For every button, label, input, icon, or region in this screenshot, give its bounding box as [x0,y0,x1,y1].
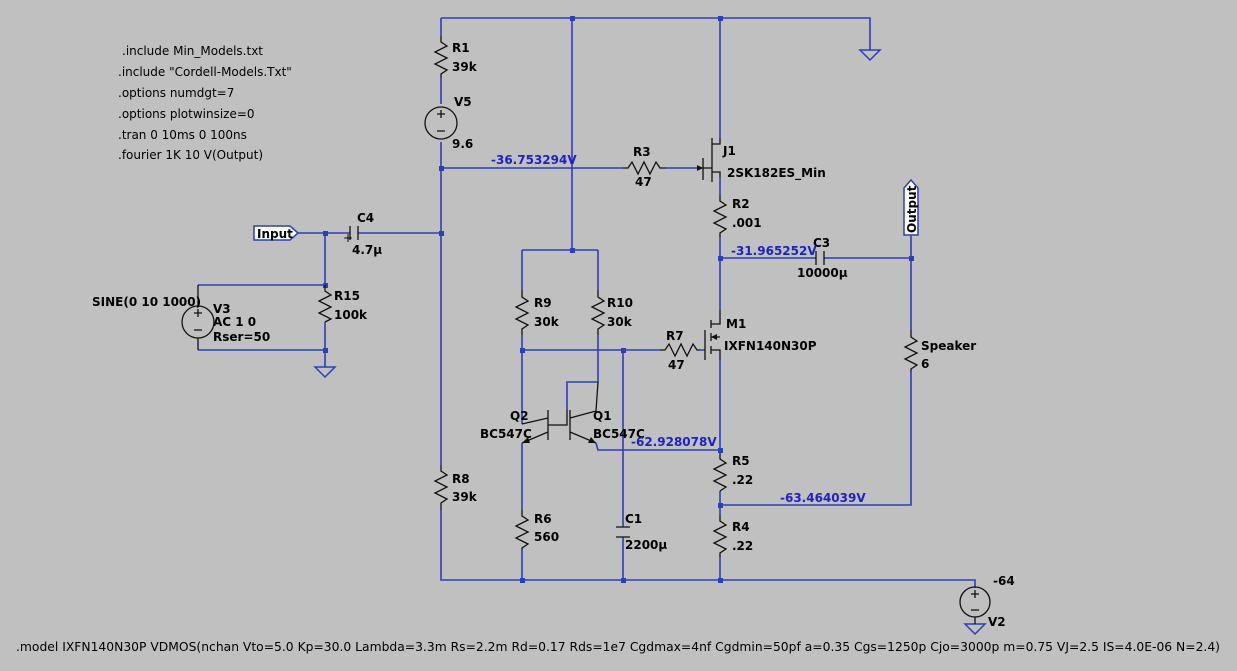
j1-value: 2SK182ES_Min [727,166,826,181]
r10-value: 30k [607,315,633,329]
r8-value: 39k [452,490,478,504]
v2-value: -64 [993,574,1015,588]
v3-name: V3 [213,302,231,316]
output-port-label: Output [905,185,919,233]
r15-value: 100k [334,308,368,322]
voltage-source-v5[interactable]: V5 9.6 [424,95,473,151]
r10-name: R10 [607,296,633,310]
v5-value: 9.6 [452,137,473,151]
r7-name: R7 [666,329,684,343]
voltage-output-node: -31.965252V [731,244,817,258]
q1-value: BC547C [593,427,645,441]
directive-line: .include "Cordell-Models.Txt" [118,65,292,79]
speaker-value: 6 [921,357,929,371]
r1-name: R1 [452,41,470,55]
v2-name: V2 [988,615,1006,629]
resistor-r10[interactable]: R10 30k [590,290,633,335]
directive-line: .include Min_Models.txt [122,44,263,58]
resistor-speaker[interactable]: Speaker 6 [903,330,976,372]
resistor-r8[interactable]: R8 39k [433,465,478,510]
r1-value: 39k [452,60,478,74]
r3-name: R3 [633,145,651,159]
input-port[interactable]: Input [253,225,300,241]
r2-name: R2 [732,197,750,211]
j1-name: J1 [722,144,736,158]
r4-name: R4 [732,520,750,534]
directive-line: .options numdgt=7 [118,86,234,100]
q1-name: Q1 [593,409,612,423]
resistor-r15[interactable]: R15 100k [317,285,368,323]
c3-name: C3 [813,236,830,250]
jfet-j1[interactable]: J1 2SK182ES_Min [697,138,826,182]
capacitor-c3[interactable]: C3 10000µ [797,236,848,280]
c4-value: 4.7µ [352,243,382,257]
directive-line: .options plotwinsize=0 [118,107,255,121]
ground-input-icon [313,366,337,379]
r5-value: .22 [732,473,753,487]
r8-name: R8 [452,472,470,486]
resistor-r5[interactable]: R5 .22 [712,453,753,492]
resistor-r9[interactable]: R9 30k [514,290,560,335]
voltage-r4-r5: -63.464039V [780,491,866,505]
bjt-q2[interactable]: Q2 BC547C [480,409,568,444]
speaker-name: Speaker [921,339,976,353]
resistor-r4[interactable]: R4 .22 [712,515,753,557]
c3-value: 10000µ [797,266,848,280]
capacitor-c4[interactable]: + C4 4.7µ [343,211,382,257]
resistor-r7[interactable]: R7 47 [660,329,700,372]
c1-name: C1 [625,512,642,526]
resistor-r3[interactable]: R3 47 [623,145,666,189]
directive-line: .fourier 1K 10 V(Output) [118,148,263,162]
r2-value: .001 [732,216,762,230]
input-port-label: Input [257,227,293,241]
voltage-q1-emitter: -62.928078V [631,435,717,449]
spice-directives[interactable]: .include Min_Models.txt .include "Cordel… [118,44,292,162]
directive-line: .tran 0 10ms 0 100ns [118,128,247,142]
resistor-r1[interactable]: R1 39k [433,36,478,78]
v3-extra: Rser=50 [213,330,270,344]
output-port[interactable]: Output [903,178,919,236]
v3-value: AC 1 0 [213,315,256,329]
r9-name: R9 [534,296,552,310]
voltage-source-v3[interactable]: SINE(0 10 1000) V3 AC 1 0 Rser=50 [92,285,270,350]
svg-text:+: + [343,231,353,245]
wires [198,17,976,588]
ground-v2-icon [963,623,987,636]
v5-name: V5 [454,95,472,109]
junction-dots [323,16,914,583]
r4-value: .22 [732,539,753,553]
r5-name: R5 [732,454,750,468]
v3-source: SINE(0 10 1000) [92,295,201,309]
c1-value: 2200µ [625,538,667,552]
r6-value: 560 [534,530,559,544]
q2-value: BC547C [480,427,532,441]
resistor-r2[interactable]: R2 .001 [712,195,762,237]
voltage-source-v2[interactable]: -64 V2 [959,574,1015,629]
ground-top-icon [858,49,882,62]
voltage-j1-gate: -36.753294V [491,153,577,167]
r15-name: R15 [334,289,360,303]
r9-value: 30k [534,315,560,329]
bjt-q1[interactable]: Q1 BC547C [569,381,645,444]
c4-name: C4 [357,211,374,225]
q2-name: Q2 [510,409,529,423]
m1-value: IXFN140N30P [724,339,817,353]
r3-value: 47 [635,175,652,189]
mosfet-m1[interactable]: M1 IXFN140N30P [704,310,817,360]
r6-name: R6 [534,512,552,526]
r7-value: 47 [668,358,685,372]
m1-name: M1 [726,317,746,331]
model-directive[interactable]: .model IXFN140N30P VDMOS(nchan Vto=5.0 K… [16,640,1220,654]
resistor-r6[interactable]: R6 560 [514,510,559,550]
capacitor-c1[interactable]: C1 2200µ [616,512,667,552]
